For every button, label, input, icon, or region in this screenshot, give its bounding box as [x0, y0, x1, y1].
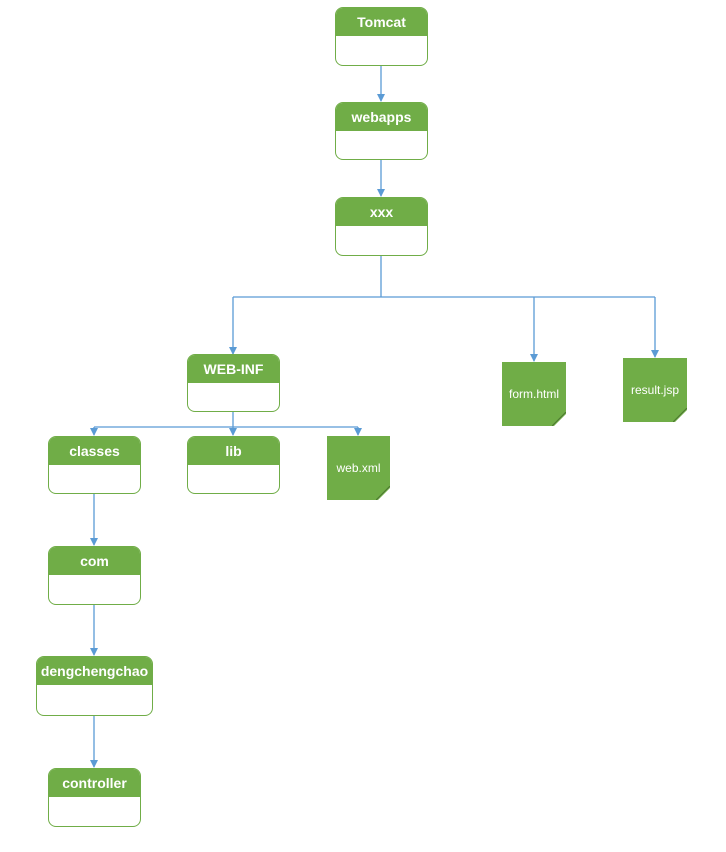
node-webinf: WEB-INF: [187, 354, 280, 412]
node-dengchengchao: dengchengchao: [36, 656, 153, 716]
file-result-jsp-label: result.jsp: [630, 383, 680, 397]
node-webapps-label: webapps: [336, 103, 427, 132]
node-xxx-label: xxx: [336, 198, 427, 227]
node-xxx: xxx: [335, 197, 428, 256]
file-web-xml-label: web.xml: [336, 461, 381, 475]
file-result-jsp: result.jsp: [623, 358, 687, 422]
node-webinf-label: WEB-INF: [188, 355, 279, 384]
node-webapps: webapps: [335, 102, 428, 160]
file-web-xml: web.xml: [327, 436, 390, 500]
node-tomcat-label: Tomcat: [336, 8, 427, 37]
node-tomcat: Tomcat: [335, 7, 428, 66]
node-lib-label: lib: [188, 437, 279, 466]
file-fold-edge-icon: [552, 412, 566, 426]
node-lib: lib: [187, 436, 280, 494]
node-com-label: com: [49, 547, 140, 576]
file-fold-edge-icon: [376, 486, 390, 500]
node-controller-label: controller: [49, 769, 140, 798]
node-controller: controller: [48, 768, 141, 827]
node-classes-label: classes: [49, 437, 140, 466]
node-dengchengchao-label: dengchengchao: [37, 657, 152, 686]
node-classes: classes: [48, 436, 141, 494]
file-fold-edge-icon: [673, 408, 687, 422]
file-form-html: form.html: [502, 362, 566, 426]
file-form-html-label: form.html: [508, 387, 559, 401]
node-com: com: [48, 546, 141, 605]
